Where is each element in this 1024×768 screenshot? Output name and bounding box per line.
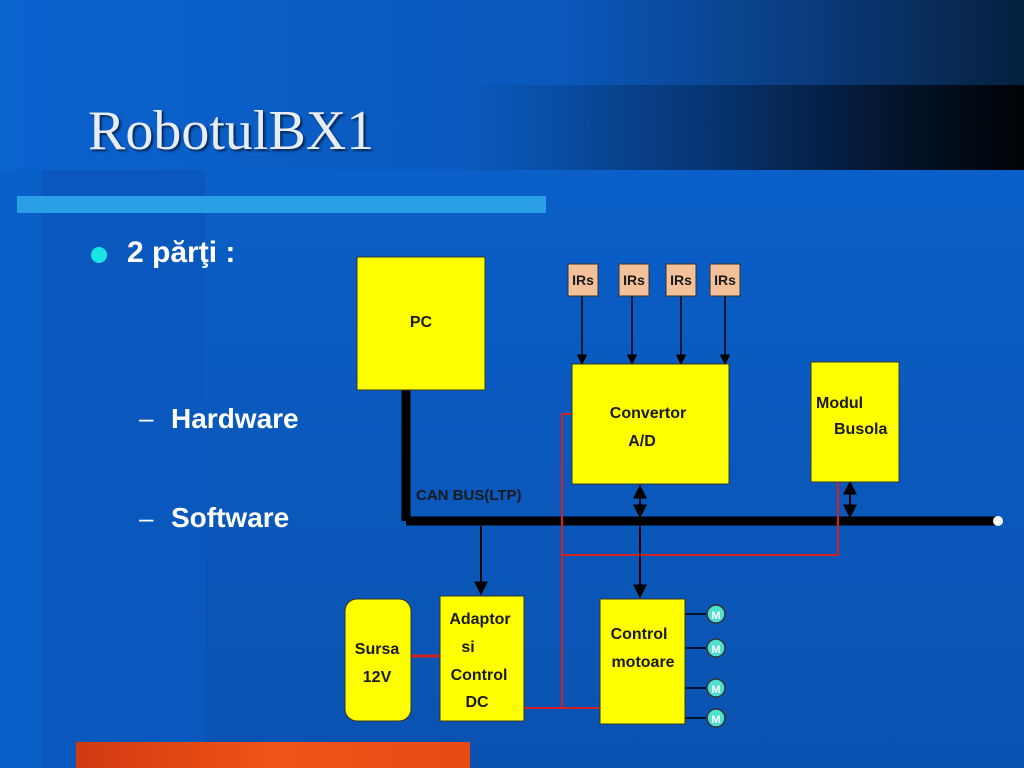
sursa-voltage-label: 12V [363,669,392,686]
motor-symbol: M [711,610,720,622]
bullet-dot [91,247,107,263]
adaptor-label: DC [465,694,489,711]
control-label: Control [611,626,668,643]
convertor-block [571,363,730,485]
irs-box [709,263,741,297]
adaptor-label: si [461,639,474,656]
dash: – [139,403,154,433]
convertor-label: A/D [628,433,656,450]
motoare-label: motoare [611,654,674,671]
signal-line-convertor [561,413,600,709]
busola-label: Busola [834,421,887,438]
irs-label: IRs [714,272,736,288]
irs-box [665,263,697,297]
adaptor-block [439,595,525,722]
motor-icon: M [706,708,726,728]
left-panel [42,170,205,768]
control-motoare-block [599,598,686,725]
modul-busola-block [810,361,900,483]
slide-title: RobotulBX1 [88,100,375,162]
can-bus-end [993,516,1003,526]
irs-label: IRs [670,272,692,288]
dash: – [139,503,154,533]
modul-label: Modul [816,395,863,412]
subitem-software: Software [171,502,290,533]
pc-block [356,256,486,391]
sursa-block [344,598,412,722]
can-bus-label: CAN BUS(LTP) [416,487,522,504]
adaptor-label: Adaptor [449,611,510,628]
subitem-hardware: Hardware [171,403,299,434]
motor-icon: M [706,638,726,658]
bullet-text: 2 părţi : [127,236,236,269]
left-strip [0,170,42,768]
irs-label: IRs [623,272,645,288]
pc-label: PC [410,314,433,331]
convertor-label: Convertor [610,405,686,422]
sursa-label: Sursa [355,641,400,658]
irs-box [618,263,650,297]
signal-line-busola [562,482,839,556]
motor-symbol: M [711,684,720,696]
bottom-accent-bar [76,742,470,768]
title-underline-bar [17,196,546,213]
motor-icon: M [706,604,726,624]
irs-label: IRs [572,272,594,288]
motor-symbol: M [711,714,720,726]
header-shade [0,85,1024,170]
motor-symbol: M [711,644,720,656]
adaptor-label: Control [451,667,508,684]
motor-icon: M [706,678,726,698]
irs-box [567,263,599,297]
